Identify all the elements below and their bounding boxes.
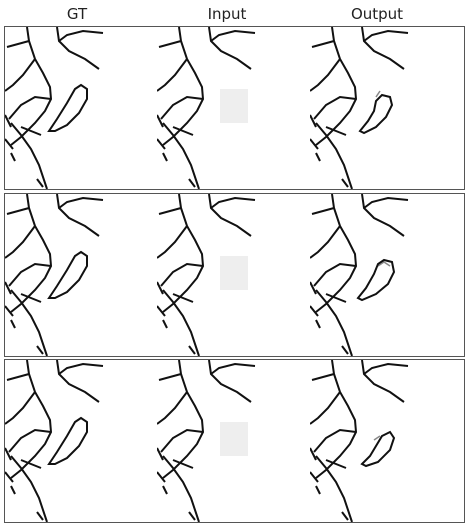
output-sketch bbox=[310, 194, 460, 356]
gt-sketch bbox=[5, 27, 155, 189]
output-sketch bbox=[310, 360, 460, 522]
header-input: Input bbox=[207, 5, 247, 23]
input-sketch bbox=[157, 27, 307, 189]
gt-sketch bbox=[5, 360, 155, 522]
input-sketch bbox=[157, 360, 307, 522]
gt-sketch bbox=[5, 194, 155, 356]
output-sketch bbox=[310, 27, 460, 189]
input-sketch bbox=[157, 194, 307, 356]
comparison-row bbox=[4, 26, 465, 190]
header-output: Output bbox=[350, 5, 404, 23]
comparison-row bbox=[4, 193, 465, 357]
header-gt: GT bbox=[66, 5, 88, 23]
comparison-row bbox=[4, 359, 465, 523]
